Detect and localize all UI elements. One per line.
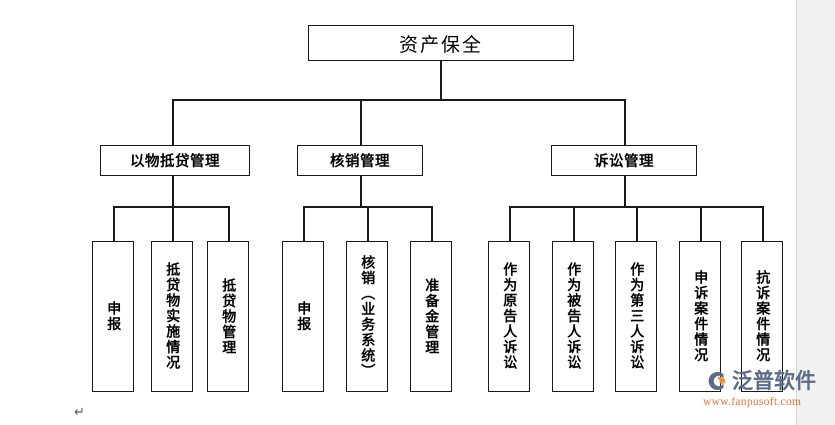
node-leaf-g1-collateral-management[interactable]: 抵贷物管理 — [207, 241, 249, 392]
node-leaf-label: 作为第三人诉讼 — [628, 262, 645, 371]
connector-drop-g2-2 — [367, 206, 369, 241]
connector-drop-level2-2 — [360, 99, 362, 145]
connector-drop-g3-1 — [509, 206, 511, 241]
connector-drop-g1-1 — [113, 206, 115, 241]
node-level2-writeoff-management[interactable]: 核销管理 — [297, 145, 423, 176]
paragraph-mark: ↵ — [74, 405, 85, 420]
node-leaf-g2-writeoff-business-system[interactable]: 核销（业务系统） — [346, 241, 388, 392]
connector-drop-level2-1 — [172, 99, 174, 145]
node-level2-litigation-management[interactable]: 诉讼管理 — [551, 145, 697, 176]
node-leaf-g1-collateral-implementation-status[interactable]: 抵贷物实施情况 — [151, 241, 193, 392]
connector-drop-g3-5 — [762, 206, 764, 241]
node-leaf-g3-third-party-litigation[interactable]: 作为第三人诉讼 — [615, 241, 657, 392]
node-root-asset-preservation[interactable]: 资产保全 — [308, 25, 574, 61]
node-level2-label: 以物抵贷管理 — [130, 154, 220, 170]
connector-level2-bus — [172, 99, 625, 101]
node-leaf-label: 抵贷物管理 — [220, 277, 237, 356]
node-leaf-g3-appeal-case-status[interactable]: 申诉案件情况 — [679, 241, 721, 392]
node-leaf-label: 申报 — [105, 301, 122, 332]
watermark-url: www.fanpusoft.com — [703, 396, 802, 408]
node-leaf-label: 申报 — [295, 301, 312, 332]
node-leaf-label: 抗诉案件情况 — [754, 270, 771, 363]
connector-root-stem — [440, 61, 442, 100]
node-leaf-g3-protest-case-status[interactable]: 抗诉案件情况 — [741, 241, 783, 392]
node-leaf-label: 申诉案件情况 — [692, 270, 709, 363]
node-leaf-label: 核销（业务系统） — [359, 254, 376, 379]
node-leaf-g2-reserve-fund-management[interactable]: 准备金管理 — [410, 241, 452, 392]
node-level2-collateral-loan-management[interactable]: 以物抵贷管理 — [100, 145, 250, 176]
node-level2-label: 诉讼管理 — [594, 154, 654, 170]
connector-stem-group3 — [624, 176, 626, 207]
connector-drop-g3-4 — [700, 206, 702, 241]
node-leaf-g3-plaintiff-litigation[interactable]: 作为原告人诉讼 — [488, 241, 530, 392]
node-leaf-label: 准备金管理 — [423, 277, 440, 356]
connector-stem-group1 — [172, 176, 174, 207]
connector-drop-g1-3 — [228, 206, 230, 241]
node-root-label: 资产保全 — [398, 33, 483, 56]
node-leaf-g3-defendant-litigation[interactable]: 作为被告人诉讼 — [552, 241, 594, 392]
connector-drop-g3-3 — [636, 206, 638, 241]
connector-drop-g1-2 — [172, 206, 174, 241]
connector-drop-g3-2 — [573, 206, 575, 241]
node-leaf-label: 作为被告人诉讼 — [565, 262, 582, 371]
node-leaf-label: 作为原告人诉讼 — [501, 262, 518, 371]
page-margin-strip — [796, 0, 835, 425]
connector-drop-level2-3 — [624, 99, 626, 145]
connector-drop-g2-1 — [303, 206, 305, 241]
node-level2-label: 核销管理 — [330, 154, 390, 170]
node-leaf-label: 抵贷物实施情况 — [164, 262, 181, 371]
connector-stem-group2 — [360, 176, 362, 207]
node-leaf-g2-declaration[interactable]: 申报 — [282, 241, 324, 392]
connector-bus-group1 — [113, 206, 229, 208]
connector-drop-g2-3 — [431, 206, 433, 241]
node-leaf-g1-declaration[interactable]: 申报 — [92, 241, 134, 392]
